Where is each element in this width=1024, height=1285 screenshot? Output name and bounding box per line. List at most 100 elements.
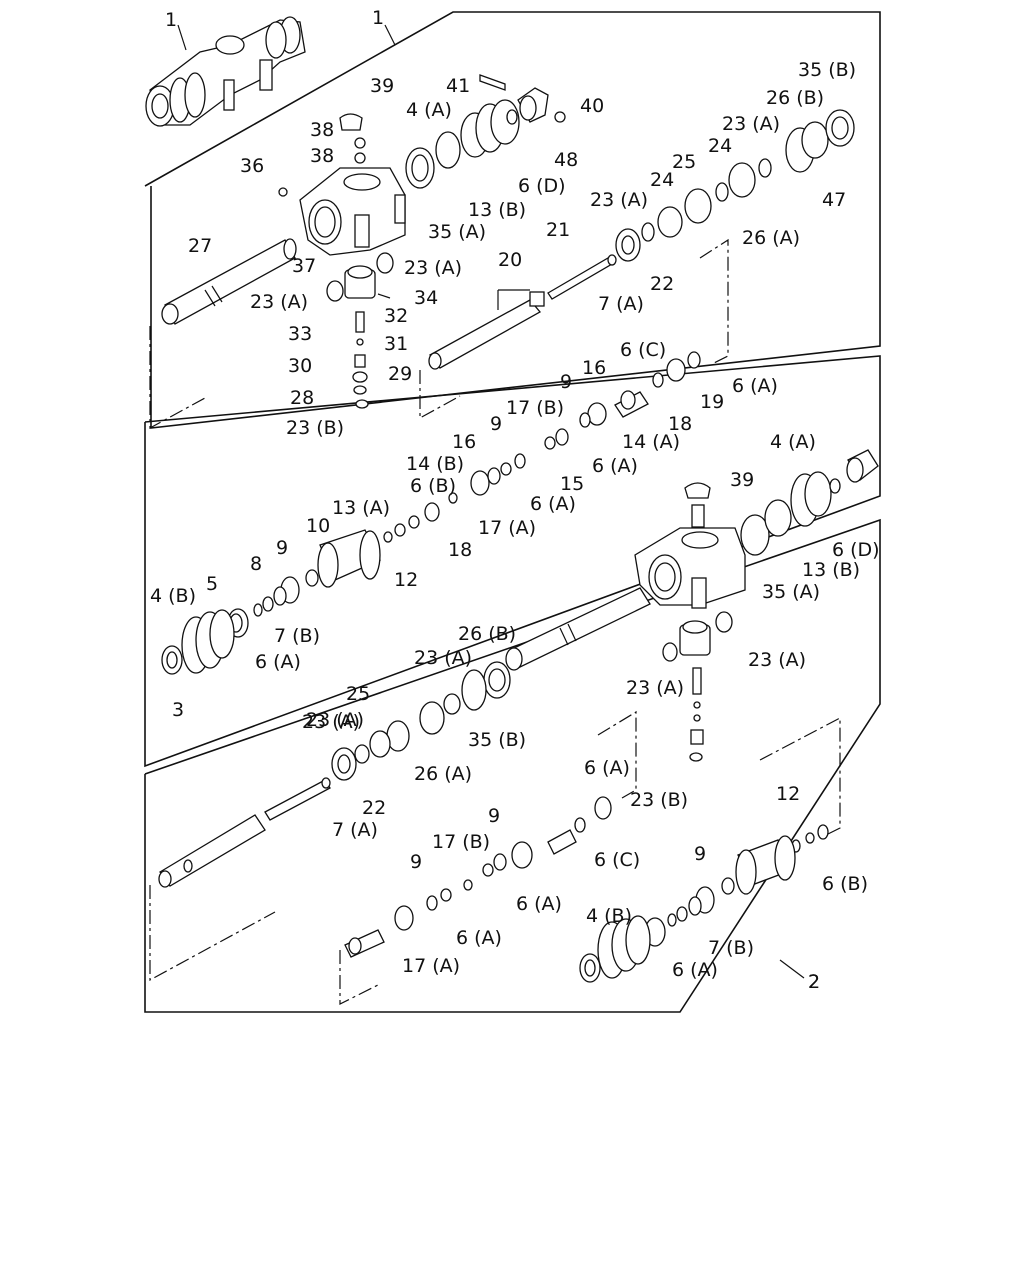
callout-label: 24 [708, 135, 732, 157]
callout-label: 23 (A) [302, 711, 360, 733]
callout-label: 6 (D) [518, 175, 566, 197]
callout-label: 39 [370, 75, 394, 97]
callout-label: 23 (A) [250, 291, 308, 313]
callout-label: 27 [188, 235, 212, 257]
callout-label: 23 (A) [626, 677, 684, 699]
callout-label: 1 [372, 7, 384, 29]
callout-label: 19 [700, 391, 724, 413]
callout-label: 30 [288, 355, 312, 377]
upper-assembly-frame [144, 11, 881, 429]
callout-label: 32 [384, 305, 408, 327]
callout-label: 13 (A) [332, 497, 390, 519]
shaft-middle [505, 587, 651, 671]
callout-label: 13 (B) [468, 199, 526, 221]
callout-label: 47 [822, 189, 846, 211]
callout-label: 2 [808, 971, 820, 993]
callout-label: 23 (A) [306, 709, 364, 731]
boot-4B-mid [181, 609, 235, 674]
callout-label: 37 [292, 255, 316, 277]
callout-label: 6 (A) [255, 651, 301, 673]
callout-label: 9 [560, 371, 572, 393]
callout-label: 6 (A) [732, 375, 778, 397]
boot-4A-upper [460, 99, 520, 158]
callout-label: 23 (A) [590, 189, 648, 211]
callout-label: 4 (A) [406, 99, 452, 121]
callout-label: 18 [448, 539, 472, 561]
tee-33 [344, 265, 391, 299]
callout-label: 13 (B) [802, 559, 860, 581]
callout-label: 2 [808, 971, 820, 993]
callout-label: 18 [668, 413, 692, 435]
callout-label: 7 (B) [708, 937, 754, 959]
callout-label: 8 [250, 553, 262, 575]
callout-label: 6 (A) [456, 927, 502, 949]
callout-label: 26 (A) [742, 227, 800, 249]
callout-label: 6 (C) [594, 849, 640, 871]
valve-body-middle [634, 527, 746, 609]
callout-label: 4 (B) [586, 905, 632, 927]
callout-label: 7 (A) [332, 819, 378, 841]
callout-label: 48 [554, 149, 578, 171]
callout-label: 12 [776, 783, 800, 805]
callout-label: 4 (A) [770, 431, 816, 453]
valve-body-37 [278, 167, 406, 256]
callout-label: 17 (A) [478, 517, 536, 539]
callout-label: 23 (A) [404, 257, 462, 279]
boot-4B-lower [597, 915, 651, 979]
callout-label: 6 (A) [672, 959, 718, 981]
callout-label: 34 [414, 287, 438, 309]
callout-label: 31 [384, 333, 408, 355]
valve-assembly-icon [145, 16, 306, 127]
callout-label: 9 [488, 805, 500, 827]
callout-label: 17 (B) [432, 831, 490, 853]
tee-middle [679, 620, 711, 656]
sleeve-10 [317, 529, 381, 588]
callout-label: 39 [730, 469, 754, 491]
spool-lower [158, 814, 266, 888]
callout-label: 3 [172, 699, 184, 721]
callout-label: 6 (A) [530, 493, 576, 515]
callout-label: 6 (A) [584, 757, 630, 779]
callout-label: 10 [306, 515, 330, 537]
callout-label: 1 [165, 9, 177, 31]
callout-label: 28 [290, 387, 314, 409]
callout-label: 23 (A) [722, 113, 780, 135]
callout-label: 15 [560, 473, 584, 495]
callout-label: 25 [346, 683, 370, 705]
callout-label: 23 (B) [630, 789, 688, 811]
callout-label: 26 (B) [458, 623, 516, 645]
callout-label: 23 (B) [286, 417, 344, 439]
callout-label: 38 [310, 119, 334, 141]
callout-label: 17 (B) [506, 397, 564, 419]
callout-label: 7 (B) [274, 625, 320, 647]
callout-label: 26 (A) [414, 763, 472, 785]
callout-label: 40 [580, 95, 604, 117]
callout-label: 16 [452, 431, 476, 453]
leader-lines [177, 24, 805, 979]
callout-label: 6 (D) [832, 539, 880, 561]
callout-label: 6 (B) [410, 475, 456, 497]
callout-label: 9 [276, 537, 288, 559]
callout-label: 12 [394, 569, 418, 591]
callout-label: 29 [388, 363, 412, 385]
callout-label: 35 (B) [468, 729, 526, 751]
callout-label: 41 [446, 75, 470, 97]
callout-label: 6 (A) [592, 455, 638, 477]
callout-label: 20 [498, 249, 522, 271]
spool-20 [428, 291, 545, 370]
callout-label: 38 [310, 145, 334, 167]
spool-27 [161, 238, 297, 325]
callout-label: 16 [582, 357, 606, 379]
callout-label: 6 (B) [822, 873, 868, 895]
callout-label: 25 [672, 151, 696, 173]
callout-label: 23 (A) [414, 647, 472, 669]
callout-label: 23 (A) [748, 649, 806, 671]
callout-label: 6 (A) [516, 893, 562, 915]
callout-label: 22 [650, 273, 674, 295]
middle-assembly-frame [144, 355, 881, 768]
callout-label: 9 [490, 413, 502, 435]
callout-label: 7 (A) [598, 293, 644, 315]
callout-label: 33 [288, 323, 312, 345]
callout-label: 14 (B) [406, 453, 464, 475]
